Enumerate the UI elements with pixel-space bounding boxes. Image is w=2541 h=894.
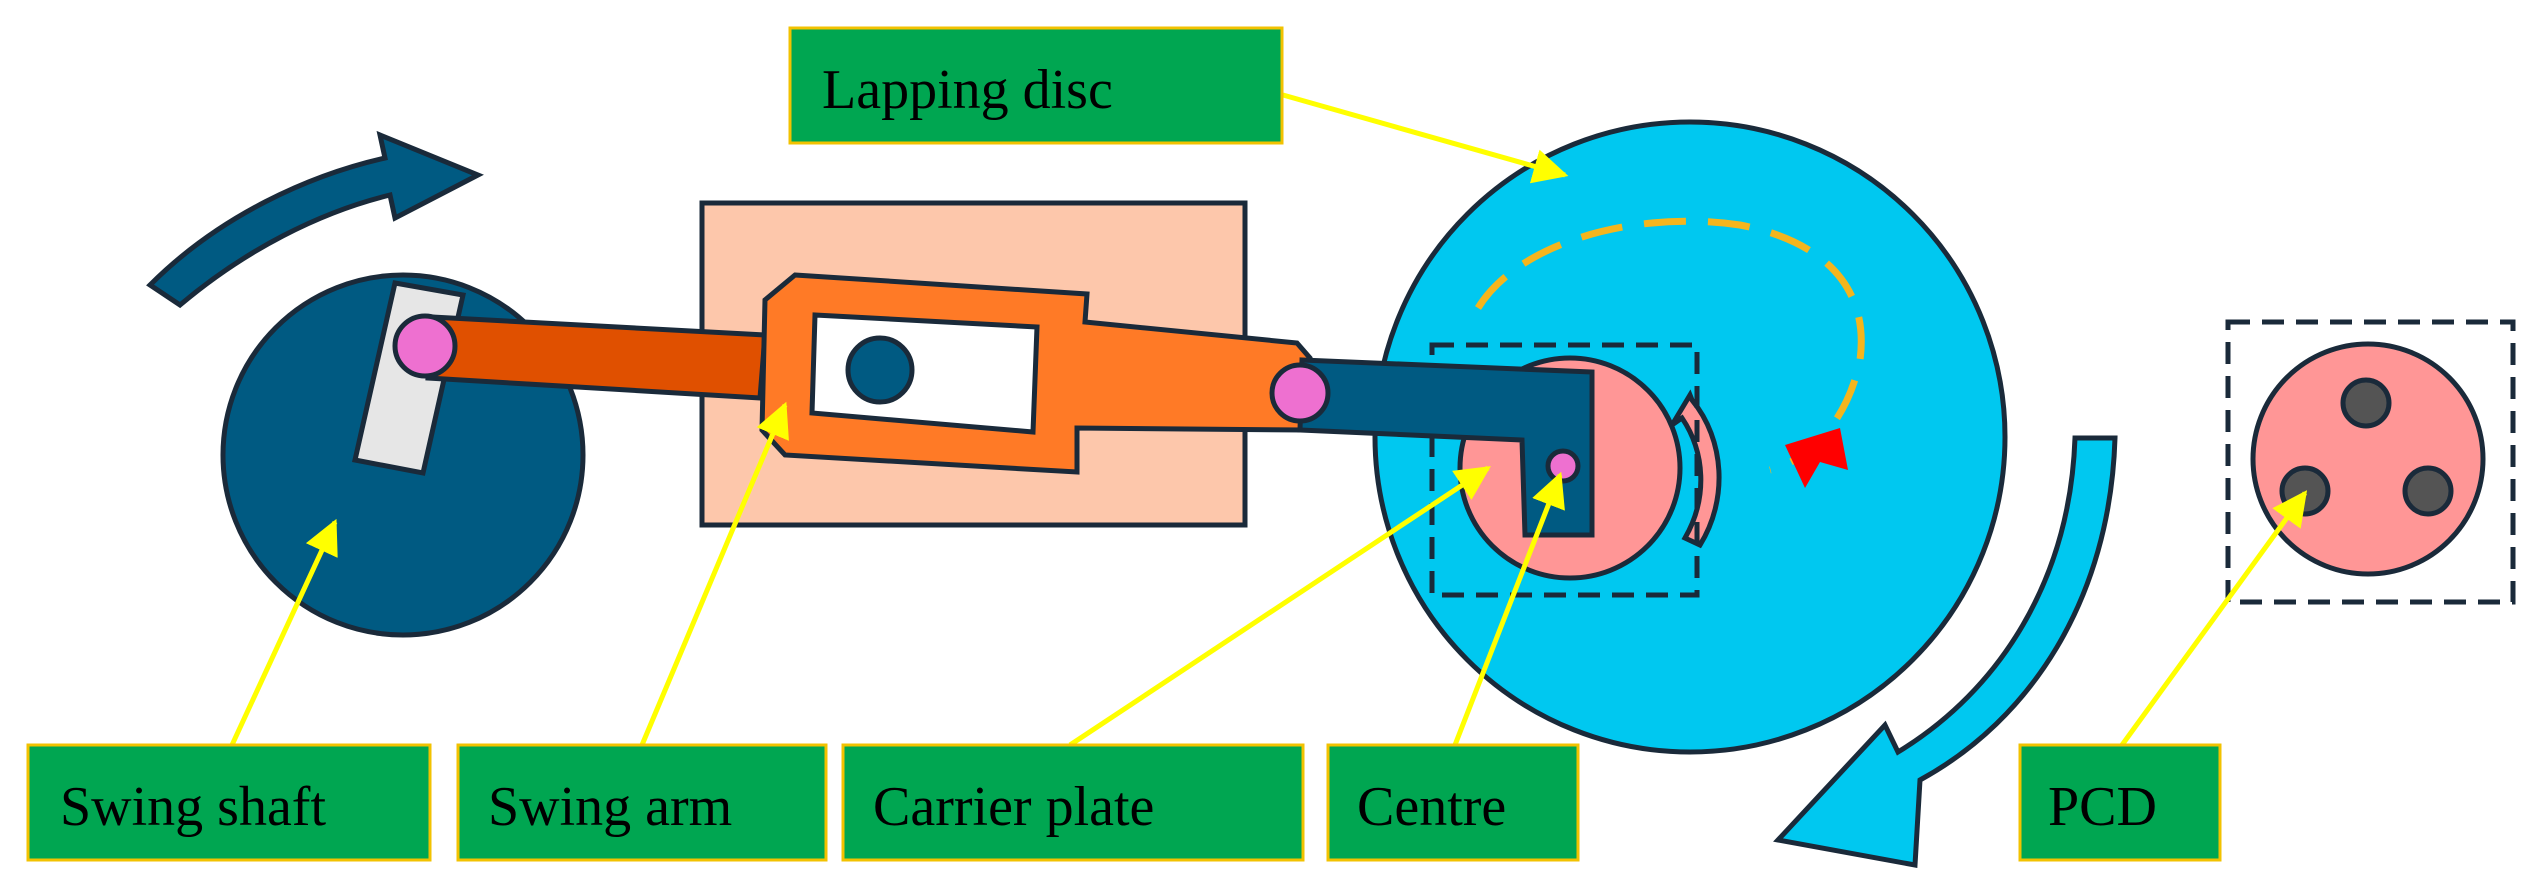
carrier-frame-dashed <box>1429 342 1700 598</box>
disc-rotation-arrow <box>1773 435 2118 868</box>
pointer-swing-shaft <box>229 518 338 747</box>
carrier-rotation-arrow <box>1669 389 1722 549</box>
pcd-plate <box>2250 341 2486 577</box>
pointer-carrier-plate <box>1068 465 1491 748</box>
connecting-link <box>1297 357 1595 538</box>
arm-joint-pin <box>1269 362 1331 424</box>
orbit-path <box>1475 217 1865 474</box>
shaft-joint-pin <box>392 313 458 379</box>
svg-text:Carrier plate: Carrier plate <box>873 776 1154 838</box>
label-pcd: PCD <box>2018 743 2222 862</box>
guide-pin <box>845 335 915 405</box>
pcd-frame-dashed <box>2225 319 2516 605</box>
pointer-centre <box>1452 471 1565 746</box>
svg-text:PCD: PCD <box>2048 776 2157 838</box>
pcd-hole-right <box>2402 465 2454 517</box>
svg-text:Centre: Centre <box>1357 776 1506 838</box>
pointer-lapping-disc <box>1282 92 1569 184</box>
label-centre: Centre <box>1326 743 1580 862</box>
pointer-swing-arm <box>639 401 789 746</box>
label-lapping-disc: Lapping disc <box>788 26 1284 145</box>
swing-shaft-rotation-arrow <box>146 130 484 309</box>
centre-pin <box>1545 448 1581 484</box>
label-swing-arm: Swing arm <box>456 743 828 862</box>
svg-text:Lapping disc: Lapping disc <box>822 59 1113 121</box>
pcd-hole-top <box>2340 377 2392 429</box>
svg-text:Swing arm: Swing arm <box>488 776 732 838</box>
pointer-pcd <box>2119 490 2308 747</box>
label-carrier-plate: Carrier plate <box>841 743 1305 862</box>
pcd-hole-left <box>2279 465 2331 517</box>
orbit-arrow-head <box>1785 428 1848 488</box>
label-swing-shaft: Swing shaft <box>26 743 432 862</box>
svg-text:Swing shaft: Swing shaft <box>60 776 326 838</box>
